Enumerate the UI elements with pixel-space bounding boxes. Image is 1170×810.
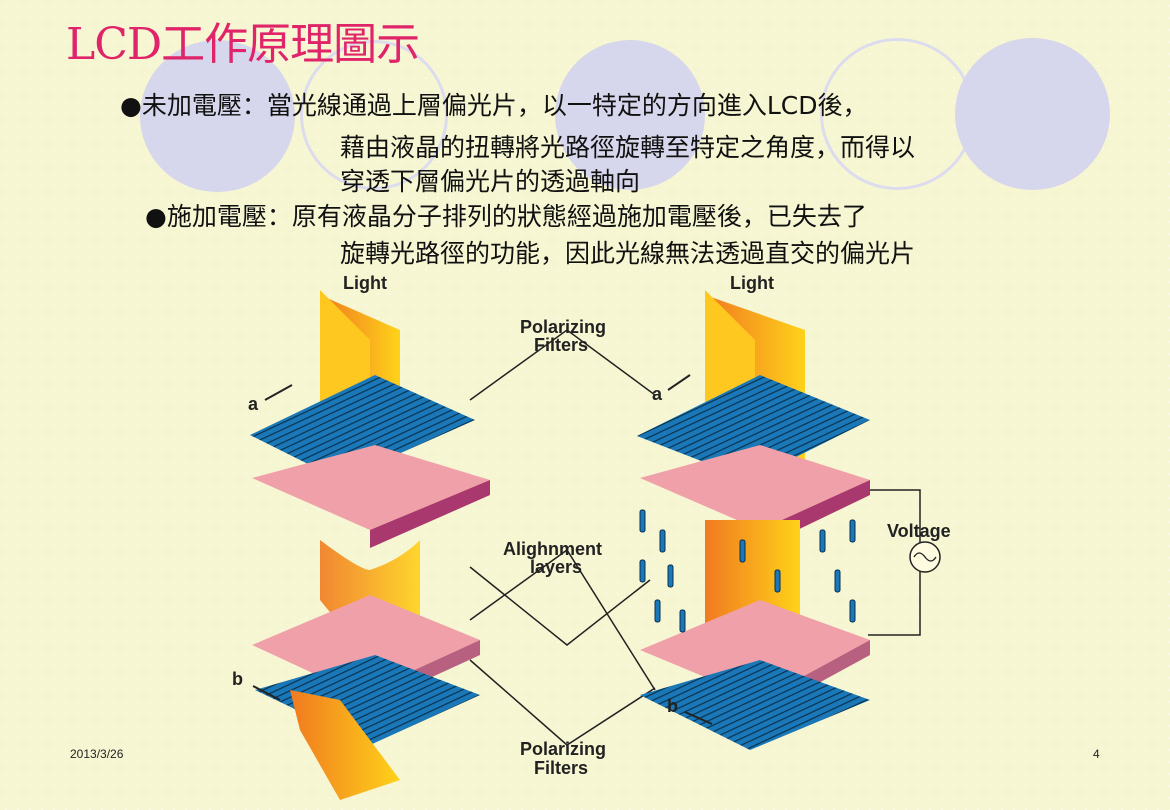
label-a-left: a [248,394,259,414]
label-polarizing-top-2: Filters [534,335,588,355]
label-b-right: b [667,696,678,716]
label-b-left: b [232,669,243,689]
label-polarizing-bottom-1: Polarizing [520,739,606,759]
bullet-2-line-2: 旋轉光路徑的功能，因此光線無法透過直交的偏光片 [340,239,916,268]
bottom-alignment-layer [252,595,480,695]
label-polarizing-bottom-2: Filters [534,758,588,778]
top-polarizing-filter [637,375,870,480]
footer-date: 2013/3/26 [70,747,124,761]
decor-circle [140,40,295,192]
connector-lines [469,329,921,746]
double-arrow-icon [252,374,713,725]
bottom-polarizing-filter [640,660,870,750]
exit-light [290,690,400,800]
left-panel-no-voltage [250,290,490,800]
right-panel-voltage [637,290,941,750]
label-a-right: a [652,384,663,404]
decor-circle [300,40,448,190]
label-alignment-2: layers [530,557,582,577]
page-number: 4 [1093,747,1100,761]
label-light-right: Light [730,273,774,293]
label-alignment-1: Alighnment [503,539,602,559]
bullet-1-line-1: ●未加電壓：當光線通過上層偏光片，以一特定的方向進入LCD後， [120,91,868,120]
bullet-2-line-1: ●施加電壓：原有液晶分子排列的狀態經過施加電壓後，已失去了 [145,202,867,231]
top-polarizing-filter [250,375,475,480]
bottom-polarizing-filter [255,655,480,745]
bullet-1-line-3: 穿透下層偏光片的透過軸向 [340,167,641,196]
label-voltage: Voltage [887,521,951,541]
decor-circle [555,40,705,190]
decor-circle [955,38,1110,190]
bullet-1-line-2: 藉由液晶的扭轉將光路徑旋轉至特定之角度，而得以 [340,133,916,162]
label-polarizing-top-1: Polarizing [520,317,606,337]
slide-title: LCD工作原理圖示 [66,19,420,70]
label-light-left: Light [343,273,387,293]
liquid-crystal-molecules [639,509,856,633]
top-alignment-layer [252,445,490,530]
